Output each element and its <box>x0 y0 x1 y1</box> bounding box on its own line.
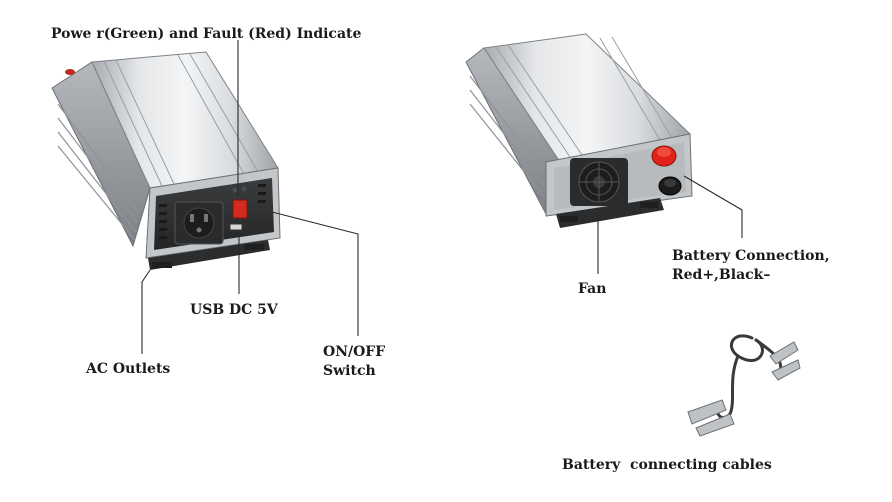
battery-cables <box>716 334 783 419</box>
battery-connection-line2: Red+,Black– <box>672 267 771 283</box>
cooling-fan <box>570 158 628 206</box>
fault-led <box>241 186 247 192</box>
right-inverter <box>465 33 693 228</box>
battery-clips <box>687 341 801 437</box>
right-inverter-foot <box>556 198 664 228</box>
power-fault-indicator-label: Powe r(Green) and Fault (Red) Indicate <box>51 26 362 42</box>
battery-connection-label: Battery Connection, Red+,Black– <box>672 247 830 285</box>
left-inverter <box>51 51 281 270</box>
battery-cables-label: Battery connecting cables <box>562 457 772 473</box>
leader-lines-right <box>597 175 743 274</box>
ac-outlet <box>174 201 224 245</box>
on-off-switch-label: ON/OFF Switch <box>323 343 385 381</box>
on-off-switch <box>232 199 248 219</box>
usb-label: USB DC 5V <box>190 302 278 318</box>
on-off-label-line1: ON/OFF <box>323 344 386 360</box>
battery-terminal-black <box>658 176 682 196</box>
leader-lines-left <box>141 40 359 354</box>
fan-label: Fan <box>578 281 607 297</box>
battery-connection-line1: Battery Connection, <box>672 248 830 264</box>
usb-port <box>229 223 243 231</box>
on-off-label-line2: Switch <box>323 363 376 379</box>
power-led <box>232 187 238 193</box>
battery-terminal-red <box>651 145 677 167</box>
ac-outlets-label: AC Outlets <box>86 361 171 377</box>
